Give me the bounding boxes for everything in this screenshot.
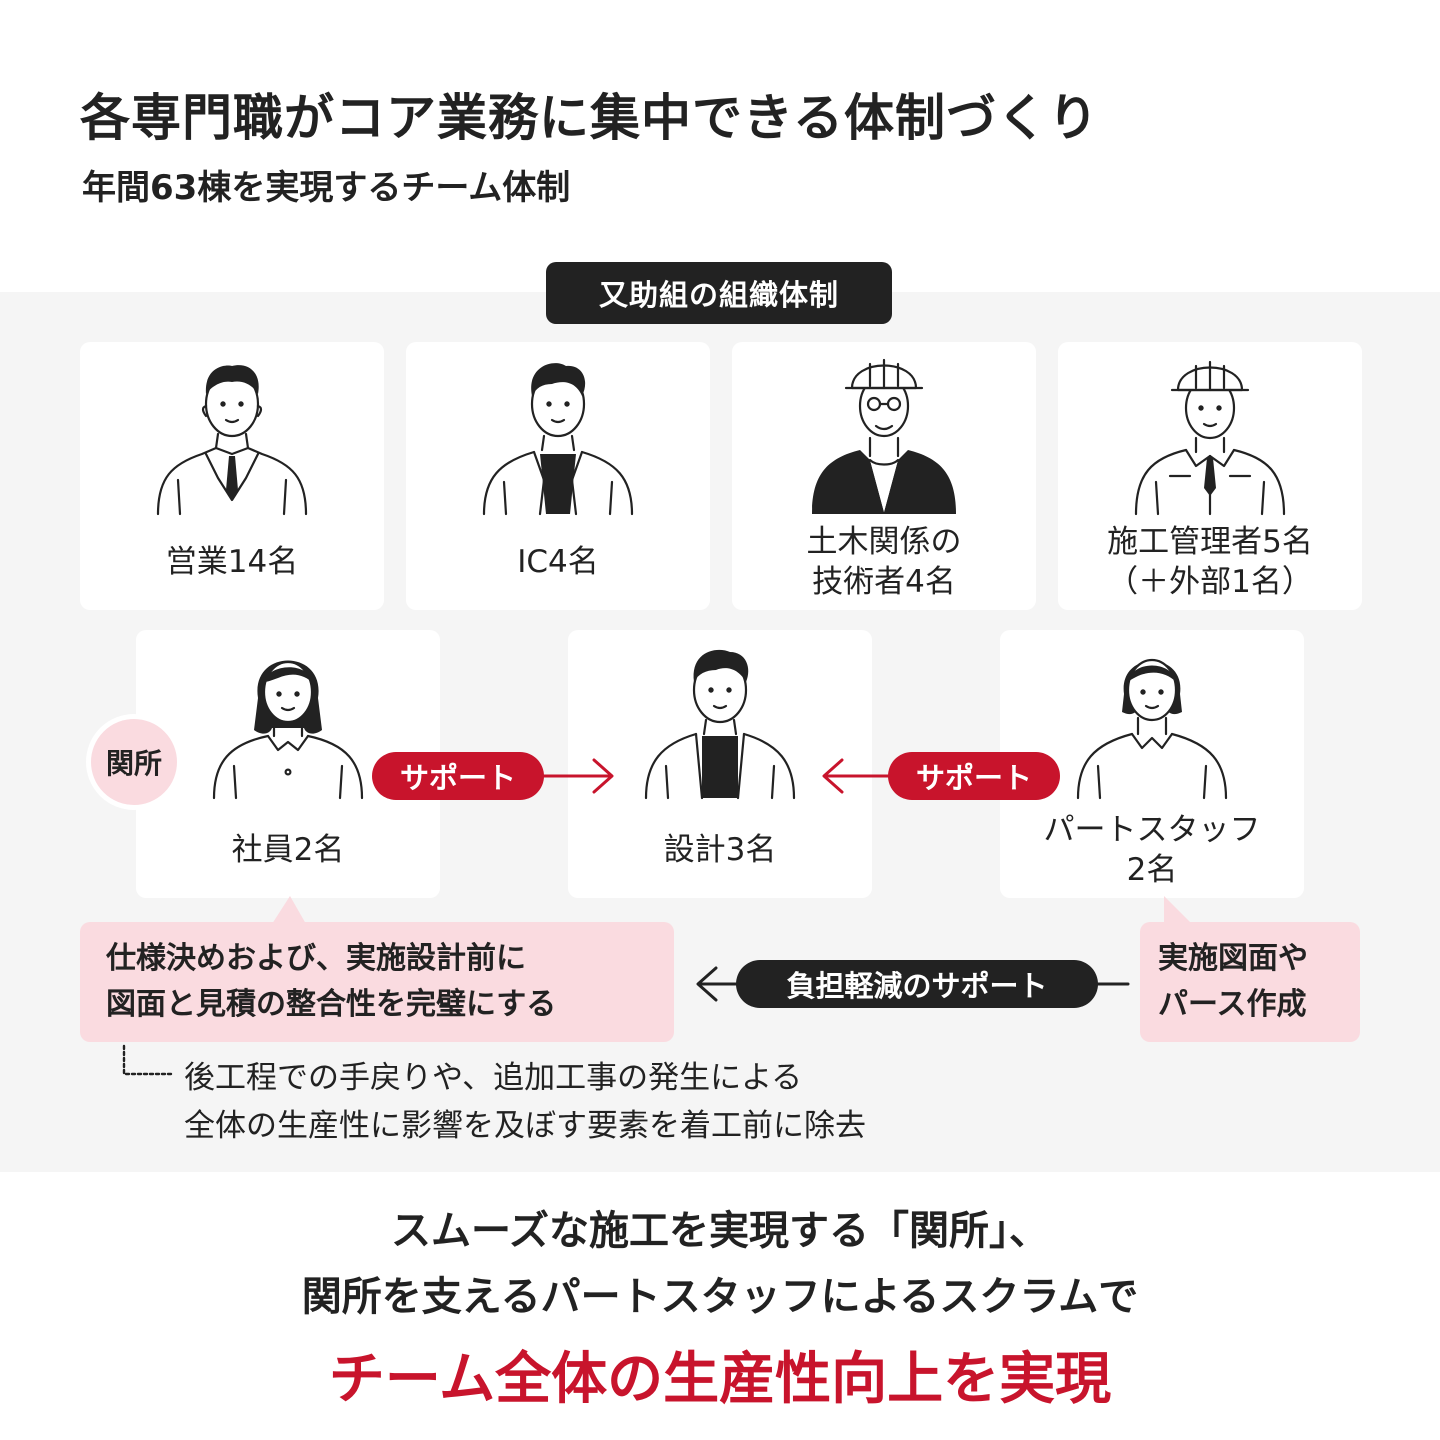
summary-line-3: チーム全体の生産性向上を実現	[328, 1347, 1112, 1412]
cardigan-person-icon	[644, 649, 796, 800]
role-label-construction: 施工管理者5名 （＋外部1名）	[1107, 524, 1313, 600]
woman-blouse-icon	[212, 660, 364, 800]
woman-shirt-icon	[1076, 658, 1228, 800]
support-pill-left: サポート	[372, 752, 544, 800]
role-card-civil: 土木関係の 技術者4名	[732, 342, 1036, 610]
pink-box-drawing: 実施図面や パース作成	[1140, 922, 1360, 1042]
sekisho-badge: 関所	[86, 714, 182, 810]
role-card-design: 設計3名	[568, 630, 872, 898]
jacket-person-icon	[482, 363, 634, 516]
page-subtitle: 年間63棟を実現するチーム体制	[82, 168, 571, 208]
role-label-staff: 社員2名	[231, 832, 345, 868]
pink-box-drawing-text: 実施図面や パース作成	[1158, 941, 1308, 1022]
support-pill-right: サポート	[888, 752, 1060, 800]
page-title: 各専門職がコア業務に集中できる体制づくり	[80, 89, 1099, 147]
role-card-ic: IC4名	[406, 342, 710, 610]
summary-line-2: 関所を支えるパートスタッフによるスクラムで	[301, 1274, 1139, 1320]
support-arrow-right-icon	[538, 758, 614, 794]
helmet-uniform-person-icon	[1134, 360, 1286, 516]
support-arrow-left-icon	[822, 758, 902, 794]
pink-box-spec: 仕様決めおよび、実施設計前に 図面と見積の整合性を完璧にする	[80, 922, 674, 1042]
role-label-sales: 営業14名	[165, 544, 299, 580]
note-text: 後工程での手戻りや、追加工事の発生による 全体の生産性に影響を及ぼす要素を着工前…	[184, 1060, 866, 1144]
role-label-part: パートスタッフ 2名	[1043, 812, 1261, 888]
dotted-connector	[122, 1044, 174, 1076]
role-card-staff: 社員2名	[136, 630, 440, 898]
suit-person-icon	[156, 365, 308, 516]
role-label-civil: 土木関係の 技術者4名	[806, 524, 962, 600]
role-card-construction: 施工管理者5名 （＋外部1名）	[1058, 342, 1362, 610]
burden-support-pill: 負担軽減のサポート	[736, 960, 1098, 1008]
role-label-design: 設計3名	[663, 832, 777, 868]
bubble-tail-left	[272, 896, 306, 924]
role-label-ic: IC4名	[517, 544, 599, 580]
helmet-vest-person-icon	[812, 358, 956, 514]
org-label-badge: 又助組の組織体制	[546, 262, 892, 324]
bubble-tail-right	[1164, 896, 1192, 924]
pink-box-spec-text: 仕様決めおよび、実施設計前に 図面と見積の整合性を完璧にする	[106, 941, 557, 1022]
summary-line-1: スムーズな施工を実現する「関所」、	[391, 1208, 1049, 1254]
role-card-sales: 営業14名	[80, 342, 384, 610]
